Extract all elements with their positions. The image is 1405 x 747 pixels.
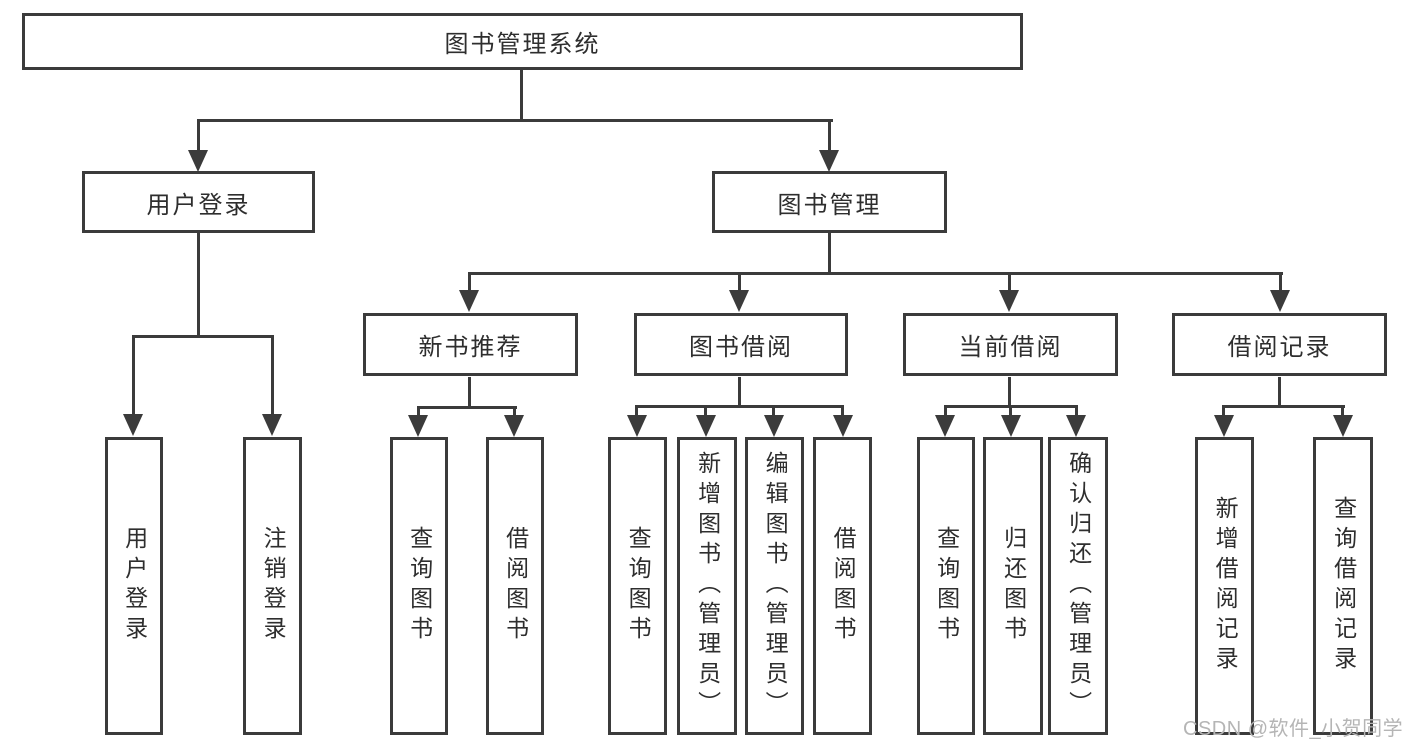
connector-leaf-stem xyxy=(1341,408,1344,416)
node-user-login-label: 用户登录 xyxy=(146,191,251,219)
leaf-query-books: 查询图书 xyxy=(608,437,667,735)
leaf-query-books: 查询图书 xyxy=(390,437,448,735)
connector-l3-stem xyxy=(738,275,741,292)
connector-br-split xyxy=(1222,405,1345,408)
connector-leaf-stem xyxy=(1222,408,1225,416)
leaf-add-book-admin-label: 新增图书（管理员） xyxy=(694,451,721,721)
leaf-add-borrow-record: 新增借阅记录 xyxy=(1195,437,1254,735)
connector-leaf-stem xyxy=(1075,408,1078,416)
arrowhead-down-icon xyxy=(262,414,282,436)
node-user-login: 用户登录 xyxy=(82,171,315,233)
leaf-query-books: 查询图书 xyxy=(917,437,975,735)
connector-leaf-stem xyxy=(841,408,844,416)
connector-cb-split xyxy=(944,405,1078,408)
node-new-book-recommend: 新书推荐 xyxy=(363,313,578,376)
leaf-confirm-return-admin: 确认归还（管理员） xyxy=(1048,437,1108,735)
connector-br-down xyxy=(1278,377,1281,407)
arrowhead-down-icon xyxy=(1333,415,1353,437)
leaf-return-book: 归还图书 xyxy=(983,437,1043,735)
leaf-add-book-admin: 新增图书（管理员） xyxy=(677,437,737,735)
arrowhead-down-icon xyxy=(627,415,647,437)
connector-leaf-stem xyxy=(513,409,516,416)
connector-nbr-down xyxy=(468,377,471,408)
connector-l3-stem xyxy=(1279,275,1282,292)
connector-user-login-down xyxy=(197,233,200,337)
connector-root-split xyxy=(197,119,833,122)
connector-nbr-split xyxy=(417,406,517,409)
node-book-borrow-label: 图书借阅 xyxy=(689,334,793,361)
connector-leaf-stem xyxy=(132,338,135,415)
arrowhead-down-icon xyxy=(408,415,428,437)
connector-leaf-stem xyxy=(635,408,638,416)
connector-cb-down xyxy=(1008,377,1011,407)
leaf-query-borrow-record: 查询借阅记录 xyxy=(1313,437,1373,735)
node-book-borrow: 图书借阅 xyxy=(634,313,848,376)
arrowhead-down-icon xyxy=(833,415,853,437)
leaf-edit-book-admin-label: 编辑图书（管理员） xyxy=(762,451,789,721)
connector-user-login-split xyxy=(132,335,274,338)
arrowhead-down-icon xyxy=(504,415,524,437)
arrowhead-down-icon xyxy=(123,414,143,436)
connector-bb-split xyxy=(635,405,844,408)
leaf-edit-book-admin: 编辑图书（管理员） xyxy=(745,437,804,735)
arrowhead-down-icon xyxy=(188,150,208,172)
connector-leaf-stem xyxy=(271,338,274,415)
leaf-borrow-books: 借阅图书 xyxy=(813,437,872,735)
csdn-watermark: CSDN @软件_小贺同学 xyxy=(1183,718,1404,740)
arrowhead-down-icon xyxy=(764,415,784,437)
arrowhead-down-icon xyxy=(696,415,716,437)
leaf-query-borrow-record-label: 查询借阅记录 xyxy=(1330,496,1357,676)
arrowhead-down-icon xyxy=(729,290,749,312)
arrowhead-down-icon xyxy=(1270,290,1290,312)
leaf-query-books-label: 查询图书 xyxy=(406,526,433,646)
connector-leaf-stem xyxy=(704,408,707,416)
leaf-add-borrow-record-label: 新增借阅记录 xyxy=(1212,496,1239,676)
leaf-logout-label: 注销登录 xyxy=(260,526,287,646)
node-book-management-label: 图书管理 xyxy=(777,191,882,219)
connector-book-mgmt-stem xyxy=(828,119,831,151)
node-root: 图书管理系统 xyxy=(22,13,1023,70)
node-new-book-recommend-label: 新书推荐 xyxy=(418,334,523,361)
leaf-query-books-label: 查询图书 xyxy=(933,526,960,646)
arrowhead-down-icon xyxy=(1066,415,1086,437)
arrowhead-down-icon xyxy=(819,150,839,172)
connector-l3-stem xyxy=(468,275,471,292)
arrowhead-down-icon xyxy=(1214,415,1234,437)
connector-book-mgmt-split xyxy=(468,272,1283,275)
leaf-return-book-label: 归还图书 xyxy=(1000,526,1027,646)
node-current-borrow: 当前借阅 xyxy=(903,313,1118,376)
connector-book-mgmt-down xyxy=(828,233,831,274)
leaf-user-login-label: 用户登录 xyxy=(121,526,148,646)
leaf-query-books-label: 查询图书 xyxy=(625,526,652,646)
arrowhead-down-icon xyxy=(1001,415,1021,437)
connector-leaf-stem xyxy=(944,408,947,416)
leaf-borrow-books: 借阅图书 xyxy=(486,437,544,735)
arrowhead-down-icon xyxy=(459,290,479,312)
node-borrow-records-label: 借阅记录 xyxy=(1227,334,1332,361)
leaf-confirm-return-admin-label: 确认归还（管理员） xyxy=(1065,451,1092,721)
node-book-management: 图书管理 xyxy=(712,171,947,233)
node-current-borrow-label: 当前借阅 xyxy=(958,334,1063,361)
connector-leaf-stem xyxy=(772,408,775,416)
leaf-borrow-books-label: 借阅图书 xyxy=(830,526,857,646)
connector-root-stem xyxy=(520,70,523,122)
connector-bb-down xyxy=(738,377,741,407)
leaf-logout: 注销登录 xyxy=(243,437,302,735)
arrowhead-down-icon xyxy=(999,290,1019,312)
arrowhead-down-icon xyxy=(935,415,955,437)
connector-leaf-stem xyxy=(417,409,420,416)
connector-l3-stem xyxy=(1008,275,1011,292)
connector-leaf-stem xyxy=(1009,408,1012,416)
node-root-label: 图书管理系统 xyxy=(444,31,601,58)
connector-user-login-stem xyxy=(197,119,200,151)
leaf-user-login: 用户登录 xyxy=(105,437,163,735)
leaf-borrow-books-label: 借阅图书 xyxy=(502,526,529,646)
node-borrow-records: 借阅记录 xyxy=(1172,313,1387,376)
